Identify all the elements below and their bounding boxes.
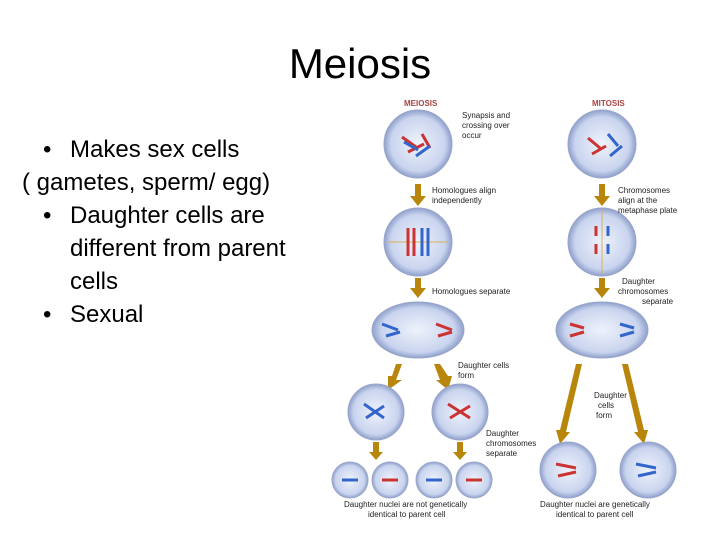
bullet-item: • Daughter cells are	[22, 199, 352, 232]
mitosis-cell-anaphase	[555, 301, 649, 359]
label-daughter-cells-form-meiosis: Daughter cells form	[458, 361, 509, 380]
bullet-dot: •	[43, 136, 52, 163]
arrow-down-icon	[594, 184, 610, 206]
label-homologues-separate: Homologues separate	[432, 287, 511, 296]
svg-text:form: form	[458, 371, 474, 380]
svg-text:identical to parent cell: identical to parent cell	[368, 510, 446, 519]
mitosis-cell-metaphase	[567, 207, 637, 277]
label-synapsis: Synapsis and crossing over occur	[462, 111, 510, 140]
svg-text:Homologues align: Homologues align	[432, 186, 496, 195]
svg-text:chromosomes: chromosomes	[618, 287, 668, 296]
bullet-continuation: ( gametes, sperm/ egg)	[22, 169, 271, 196]
mitosis-header: MITOSIS	[592, 99, 625, 108]
meiosis-daughter-cell	[431, 383, 489, 441]
bullet-item: • Makes sex cells	[22, 133, 352, 166]
svg-text:metaphase plate: metaphase plate	[618, 206, 678, 215]
svg-text:form: form	[596, 411, 612, 420]
arrow-down-icon	[410, 184, 426, 206]
svg-text:Chromosomes: Chromosomes	[618, 186, 670, 195]
meiosis-mitosis-diagram: MEIOSIS MITOSIS	[331, 99, 678, 519]
mitosis-daughter-cell	[539, 441, 597, 499]
svg-text:separate: separate	[642, 297, 674, 306]
bullet-continuation: cells	[70, 268, 119, 295]
arrow-down-icon	[410, 278, 426, 298]
svg-text:cells: cells	[598, 401, 614, 410]
label-not-identical: Daughter nuclei are not genetically iden…	[344, 500, 467, 519]
bullet-text: Sexual	[70, 301, 144, 328]
svg-text:crossing over: crossing over	[462, 121, 510, 130]
mitosis-daughter-cell	[619, 441, 677, 499]
svg-text:identical to parent cell: identical to parent cell	[556, 510, 634, 519]
svg-text:Daughter: Daughter	[622, 277, 655, 286]
label-homologues-align: Homologues align independently	[432, 186, 496, 205]
svg-text:Daughter cells: Daughter cells	[458, 361, 509, 370]
mitosis-cell-prophase	[567, 109, 637, 179]
arrow-down-right-icon	[622, 364, 648, 444]
meiosis-cell-metaphase	[383, 207, 453, 277]
svg-text:Homologues separate: Homologues separate	[432, 287, 511, 296]
svg-text:Daughter nuclei are geneticall: Daughter nuclei are genetically	[540, 500, 650, 509]
label-daughter-cells-form-mitosis: Daughter cells form	[594, 391, 627, 420]
meiosis-daughter-cell	[347, 383, 405, 441]
arrow-down-icon	[594, 278, 610, 298]
svg-text:Synapsis and: Synapsis and	[462, 111, 510, 120]
svg-text:Daughter nuclei are not geneti: Daughter nuclei are not genetically	[344, 500, 467, 509]
meiosis-cell-prophase	[383, 109, 453, 179]
bullet-item: • Sexual	[22, 298, 352, 331]
label-daughter-chromosomes-separate-meiosis: Daughter chromosomes separate	[486, 429, 536, 458]
svg-text:Daughter: Daughter	[594, 391, 627, 400]
arrow-down-left-icon	[388, 364, 402, 390]
svg-text:separate: separate	[486, 449, 518, 458]
svg-text:Daughter: Daughter	[486, 429, 519, 438]
svg-text:chromosomes: chromosomes	[486, 439, 536, 448]
label-daughter-chromosomes-separate-mitosis: Daughter chromosomes separate	[618, 277, 674, 306]
svg-text:align at the: align at the	[618, 196, 658, 205]
arrow-down-icon	[369, 442, 383, 460]
bullet-dot: •	[43, 301, 52, 328]
label-chromosomes-align: Chromosomes align at the metaphase plate	[618, 186, 678, 215]
arrow-down-left-icon	[556, 364, 582, 444]
meiosis-header: MEIOSIS	[404, 99, 438, 108]
slide-title: Meiosis	[288, 40, 432, 87]
bullet-text: Daughter cells are	[70, 202, 265, 229]
label-identical: Daughter nuclei are genetically identica…	[540, 500, 650, 519]
bullet-text: Makes sex cells	[70, 136, 240, 163]
svg-text:independently: independently	[432, 196, 482, 205]
bullet-list: •Makes sex cells ( gametes, sperm/ egg) …	[22, 133, 352, 331]
arrow-down-icon	[453, 442, 467, 460]
bullet-continuation: different from parent	[70, 235, 286, 262]
meiosis-final-cells	[331, 461, 493, 499]
svg-text:occur: occur	[462, 131, 482, 140]
bullet-dot: •	[43, 202, 52, 229]
meiosis-cell-anaphase	[371, 301, 465, 359]
arrow-down-right-icon	[434, 364, 452, 390]
